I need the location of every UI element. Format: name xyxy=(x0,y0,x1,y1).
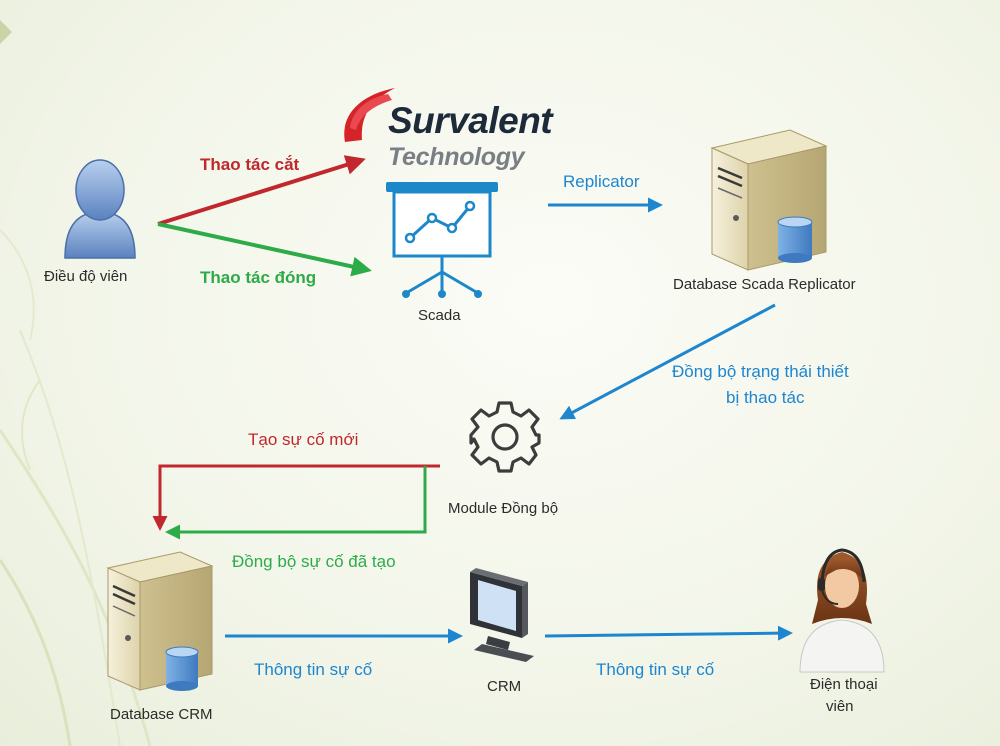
sync-state-label-1: Đồng bộ trạng thái thiết xyxy=(672,362,849,381)
db-replicator-label: Database Scada Replicator xyxy=(673,276,856,293)
arrow-cut-op xyxy=(157,155,366,226)
close-op-label: Thao tác đóng xyxy=(200,268,317,287)
sync-module-label: Module Đồng bộ xyxy=(448,500,559,517)
arrow-close-op xyxy=(157,222,372,277)
dispatcher-label: Điều độ viên xyxy=(44,268,128,285)
arrow-sync-state xyxy=(559,303,776,420)
logo-sub: Technology xyxy=(388,143,525,171)
scada-label: Scada xyxy=(418,307,461,324)
sync-state-label-2: bị thao tác xyxy=(726,388,805,407)
incident-info-label-2: Thông tin sự cố xyxy=(596,660,715,679)
new-incident-label: Tạo sự cố mới xyxy=(248,430,359,449)
operator-label-2: viên xyxy=(826,698,854,715)
sync-incident-label: Đồng bộ sự cố đã tạo xyxy=(232,552,396,571)
crm-label: CRM xyxy=(487,678,522,695)
replicator-label: Replicator xyxy=(563,172,640,191)
incident-info-label-1: Thông tin sự cố xyxy=(254,660,373,679)
arrow-new-incident xyxy=(152,464,440,531)
logo-name: Survalent xyxy=(388,100,553,141)
arrow-info-operator xyxy=(544,625,793,641)
db-crm-label: Database CRM xyxy=(110,706,213,723)
arrow-sync-incident xyxy=(165,466,427,540)
operator-label-1: Điện thoại xyxy=(810,676,878,693)
cut-op-label: Thao tác cắt xyxy=(200,155,300,174)
